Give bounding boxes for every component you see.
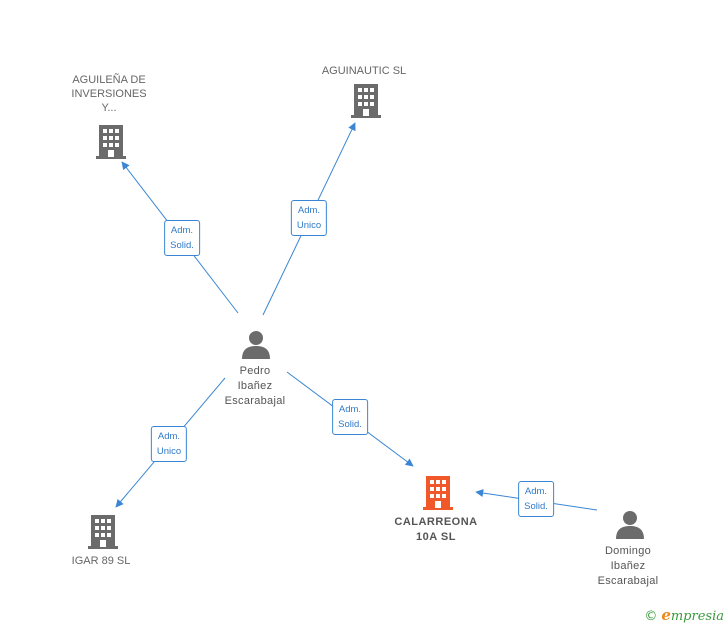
- edge-badge-pedro-aguinautic[interactable]: Adm. Unico: [290, 200, 328, 236]
- node-label-domingo[interactable]: Domingo Ibañez Escarabajal: [597, 545, 659, 587]
- edge-badge-pedro-calarreona[interactable]: Adm. Solid.: [332, 399, 368, 435]
- person-icon[interactable]: [241, 329, 271, 359]
- node-label-pedro[interactable]: Pedro Ibañez Escarabajal: [224, 365, 286, 407]
- building-icon-main[interactable]: [423, 476, 453, 510]
- brand-logo: ©empresia: [644, 606, 724, 624]
- brand-name: mpresia: [670, 609, 724, 624]
- node-label-igar[interactable]: IGAR 89 SL: [71, 555, 131, 567]
- brand-initial: e: [661, 606, 671, 624]
- edge-badge-pedro-aguilena[interactable]: Adm. Solid.: [164, 220, 200, 256]
- node-label-aguinautic[interactable]: AGUINAUTIC SL: [321, 65, 407, 77]
- copyright-icon: ©: [644, 609, 658, 624]
- edge-badge-domingo-calarreona[interactable]: Adm. Solid.: [518, 481, 554, 517]
- edge-badge-pedro-igar[interactable]: Adm. Unico: [150, 426, 188, 462]
- node-label-calarreona[interactable]: CALARREONA 10A SL: [394, 516, 478, 543]
- building-icon[interactable]: [351, 84, 381, 118]
- building-icon[interactable]: [96, 125, 126, 159]
- node-label-aguilena[interactable]: AGUILEÑA DE INVERSIONES Y...: [71, 74, 147, 114]
- building-icon[interactable]: [88, 515, 118, 549]
- person-icon[interactable]: [615, 509, 645, 539]
